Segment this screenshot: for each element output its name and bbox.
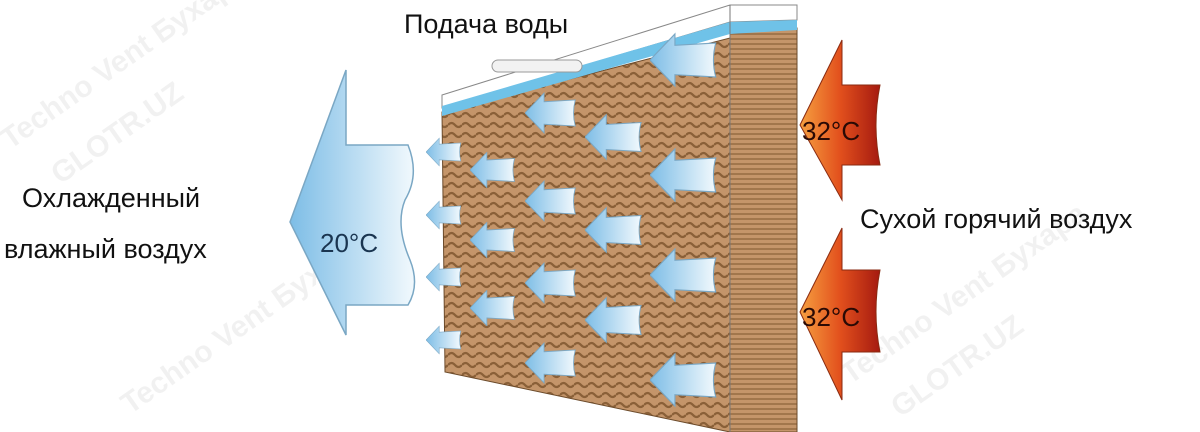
water-film bbox=[442, 20, 797, 116]
cooled-air-arrow: 20°C bbox=[289, 69, 416, 336]
hot-air-label: Сухой горячий воздух bbox=[860, 204, 1133, 234]
hot-temperature-top: 32°C bbox=[802, 116, 860, 146]
water-supply-label: Подача воды bbox=[404, 9, 568, 39]
cooled-air-label-line2: влажный воздух bbox=[4, 234, 207, 264]
hot-temperature-bottom: 32°C bbox=[802, 302, 860, 332]
hot-air-arrow-top: 32°C bbox=[799, 39, 881, 202]
cooled-temperature: 20°C bbox=[320, 228, 378, 258]
cooling-pad bbox=[441, 4, 798, 432]
cooled-air-label-line1: Охлажденный bbox=[22, 183, 200, 213]
water-pipe bbox=[491, 59, 583, 73]
hot-air-arrow-bottom: 32°C bbox=[799, 227, 881, 401]
pad-side-face bbox=[729, 27, 798, 432]
